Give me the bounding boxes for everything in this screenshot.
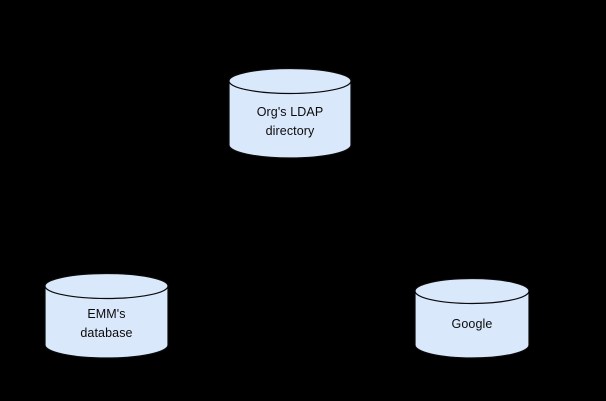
node-ldap-directory[interactable]: Org's LDAP directory bbox=[228, 67, 352, 159]
database-cylinder-icon bbox=[44, 272, 169, 359]
database-cylinder-icon bbox=[414, 277, 530, 359]
database-cylinder-icon bbox=[228, 67, 352, 159]
node-emm-database[interactable]: EMM's database bbox=[44, 272, 169, 359]
node-google[interactable]: Google bbox=[414, 277, 530, 359]
